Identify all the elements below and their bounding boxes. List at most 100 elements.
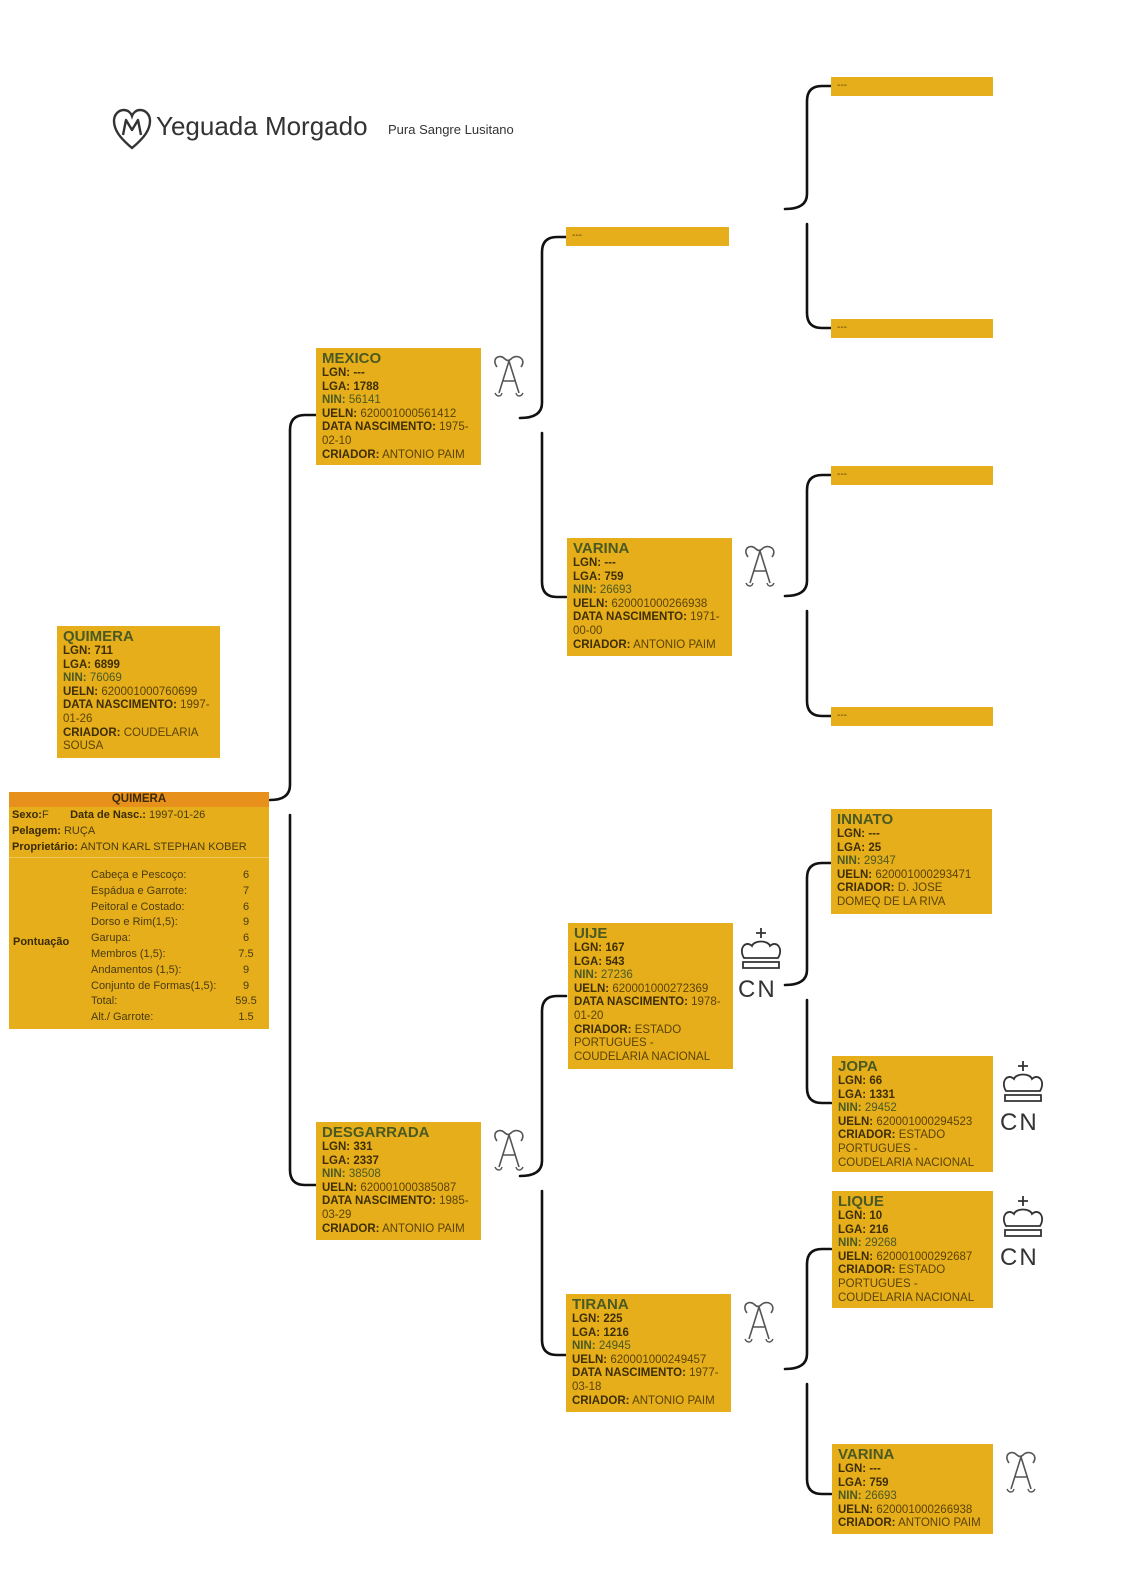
ueln-label: UELN: (573, 597, 609, 610)
horse-card-unknown[interactable]: --- (831, 707, 993, 726)
nin-label: NIN: (838, 1237, 862, 1250)
lga-value: 216 (869, 1223, 889, 1236)
score-row: Garupa:6 (91, 931, 261, 947)
score-label: Cabeça e Pescoço: (91, 869, 187, 881)
horse-card-unknown[interactable]: --- (566, 227, 729, 246)
crown-icon (1002, 1061, 1044, 1102)
ueln-label: UELN: (63, 685, 99, 698)
lgn-label: LGN: (572, 1313, 601, 1325)
ueln-value: 620001000266938 (876, 1503, 973, 1516)
lga-value: 25 (868, 841, 882, 854)
lga-value: 759 (869, 1476, 889, 1489)
nin-label: NIN: (63, 672, 87, 685)
ueln-value: 620001000293471 (875, 868, 972, 881)
nin-label: NIN: (322, 1168, 346, 1181)
lgn-label: LGN: (574, 942, 603, 954)
breeder-value: COUDELARIA SOUSA (63, 726, 198, 753)
score-label: Total: (91, 995, 118, 1008)
owner-label: Proprietário: (12, 841, 79, 853)
horse-card-unknown[interactable]: --- (831, 466, 993, 485)
horse-name: TIRANA (572, 1296, 629, 1313)
scoring-label: Pontuação (13, 936, 70, 948)
breeder-label: CRIADOR: (573, 638, 631, 651)
nin-value: 29268 (864, 1237, 897, 1250)
breeder-value: ANTONIO PAIM (632, 1394, 715, 1407)
ueln-value: 620001000292687 (876, 1250, 973, 1263)
horse-card-dam-dam[interactable]: TIRANA LGN: 225 LGA: 1216 NIN: 24945 UEL… (566, 1294, 731, 1412)
score-label: Conjunto de Formas(1,5): (91, 979, 217, 992)
dob-label: DATA NASCIMENTO: (63, 699, 177, 712)
score-row: Dorso e Rim(1,5):9 (91, 915, 261, 931)
dob-value: 1975-02-10 (322, 421, 469, 447)
dob-value: 1997-01-26 (148, 809, 206, 821)
horse-card-dd-dam[interactable]: VARINA LGN: --- LGA: 759 NIN: 26693 UELN… (832, 1444, 993, 1534)
horse-card-unknown[interactable]: --- (831, 319, 993, 338)
brand-mark-a-icon (494, 1129, 524, 1171)
brand-mark-crown-cn: CN (738, 926, 788, 1006)
ueln-label: UELN: (838, 1503, 874, 1516)
horse-name: MEXICO (322, 350, 382, 367)
sex-value: F (41, 809, 49, 821)
ueln-label: UELN: (574, 982, 610, 995)
lgn-value: 10 (869, 1210, 883, 1222)
horse-name: INNATO (837, 811, 894, 828)
brand-tagline: Pura Sangre Lusitano (388, 122, 514, 137)
dob-label: DATA NASCIMENTO: (573, 611, 687, 624)
horse-card-unknown[interactable]: --- (831, 77, 993, 96)
lga-value: 1216 (603, 1326, 629, 1339)
lga-label: LGA: (838, 1476, 867, 1489)
breeder-label: CRIADOR: (837, 882, 895, 895)
lgn-value: 225 (603, 1313, 623, 1325)
cn-letters: CN (1000, 1244, 1039, 1271)
score-row: Alt./ Garrote:1.5 (91, 1010, 261, 1026)
nin-value: 76069 (89, 672, 122, 685)
horse-name: VARINA (573, 540, 630, 557)
score-value: 6 (242, 869, 250, 881)
cn-letters: CN (738, 976, 777, 1003)
nin-value: 29452 (864, 1102, 897, 1115)
score-label: Dorso e Rim(1,5): (91, 916, 178, 929)
horse-card-subject[interactable]: QUIMERA LGN: 711 LGA: 6899 NIN: 76069 UE… (57, 626, 220, 758)
lga-value: 1331 (869, 1088, 895, 1101)
dob-value: 1997-01-26 (63, 699, 210, 725)
score-value: 1.5 (238, 1011, 254, 1024)
lgn-label: LGN: (322, 367, 351, 379)
horse-card-dd-sire[interactable]: LIQUE LGN: 10 LGA: 216 NIN: 29268 UELN: … (832, 1191, 993, 1308)
lga-label: LGA: (574, 955, 603, 968)
horse-card-dam[interactable]: DESGARRADA LGN: 331 LGA: 2337 NIN: 38508… (316, 1122, 481, 1240)
summary-divider (9, 857, 269, 858)
horse-card-ds-dam[interactable]: JOPA LGN: 66 LGA: 1331 NIN: 29452 UELN: … (832, 1056, 993, 1172)
sex-label: Sexo: (12, 809, 42, 821)
ueln-label: UELN: (837, 868, 873, 881)
horse-card-sire-dam[interactable]: VARINA LGN: --- LGA: 759 NIN: 26693 UELN… (567, 538, 732, 656)
score-label: Espádua e Garrote: (91, 884, 188, 897)
ueln-label: UELN: (322, 407, 358, 420)
lga-label: LGA: (322, 380, 351, 393)
ueln-value: 620001000272369 (612, 982, 709, 995)
horse-name: VARINA (838, 1446, 895, 1463)
horse-name: LIQUE (838, 1193, 884, 1210)
nin-value: 29347 (863, 855, 896, 868)
horse-name: JOPA (838, 1058, 878, 1075)
nin-value: 38508 (348, 1168, 381, 1181)
horse-card-dam-sire[interactable]: UIJE LGN: 167 LGA: 543 NIN: 27236 UELN: … (568, 923, 733, 1069)
nin-value: 27236 (600, 969, 633, 982)
score-row: Conjunto de Formas(1,5):9 (91, 979, 261, 995)
lgn-label: LGN: (573, 557, 602, 569)
score-value: 7.5 (238, 947, 254, 960)
horse-card-ds-sire[interactable]: INNATO LGN: --- LGA: 25 NIN: 29347 UELN:… (831, 809, 992, 914)
score-value: 7 (242, 884, 250, 897)
lgn-label: LGN: (322, 1141, 351, 1153)
nin-label: NIN: (837, 855, 861, 868)
nin-label: NIN: (322, 394, 346, 407)
lga-label: LGA: (573, 570, 602, 583)
brand-mark-a-icon (745, 545, 775, 587)
dob-label: DATA NASCIMENTO: (322, 421, 436, 434)
lga-label: LGA: (322, 1154, 351, 1167)
ueln-value: 620001000760699 (101, 685, 198, 698)
horse-card-sire[interactable]: MEXICO LGN: --- LGA: 1788 NIN: 56141 UEL… (316, 348, 481, 465)
score-label: Garupa: (91, 932, 131, 945)
breeder-value: ANTONIO PAIM (633, 638, 716, 651)
breeder-value: ANTONIO PAIM (898, 1517, 981, 1530)
breeder-label: CRIADOR: (572, 1394, 630, 1407)
